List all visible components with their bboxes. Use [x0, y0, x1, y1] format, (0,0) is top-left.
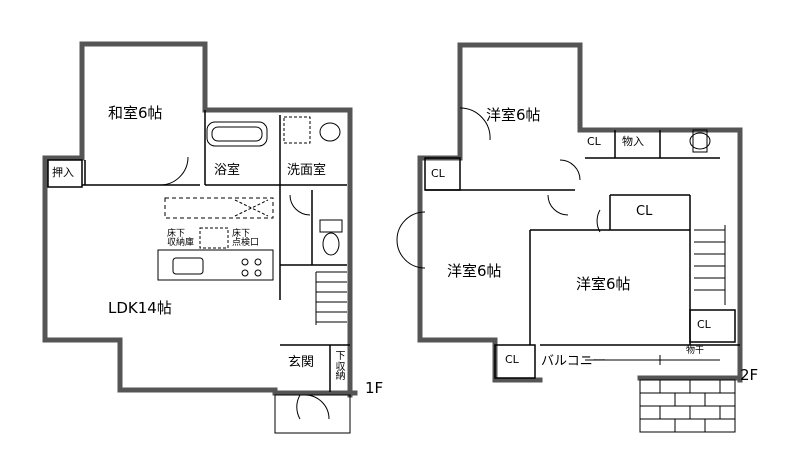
- label-yukashita-inspection: 床下 点検口: [232, 229, 260, 248]
- room-label-youshitsu-right: 洋室6帖: [576, 275, 631, 293]
- cl-label-d: CL: [697, 318, 711, 331]
- room-label-washitsu: 和室6帖: [108, 104, 163, 122]
- room-label-ldk: LDK14帖: [108, 299, 172, 317]
- kitchen-counter: [157, 249, 274, 281]
- bathtub: [206, 121, 268, 147]
- cl-label-c: CL: [636, 204, 653, 219]
- room-label-bath: 浴室: [214, 163, 241, 178]
- label-shita-storage: 下 収納: [333, 350, 344, 380]
- 1f-inner-walls: [47, 110, 350, 392]
- label-monohoshi: 物干: [686, 346, 705, 356]
- cl-label-b: CL: [587, 135, 601, 148]
- stairs-2f: [694, 225, 726, 305]
- room-label-genkan: 玄関: [288, 355, 315, 370]
- floor-label-2f: 2F: [740, 366, 759, 384]
- floor-label-1f: 1F: [365, 379, 384, 397]
- 2f-inner-walls: [424, 130, 740, 379]
- label-yukashita-storage: 床下 収納庫: [167, 229, 195, 248]
- room-label-monoire: 物入: [622, 135, 644, 148]
- room-label-oshiire: 押入: [52, 166, 74, 179]
- balcony-brick: [639, 379, 736, 433]
- cl-label-e: CL: [505, 353, 519, 366]
- cl-label-a: CL: [431, 167, 445, 180]
- room-label-balcony: バルコニー: [541, 354, 606, 369]
- room-label-washroom: 洗面室: [287, 163, 327, 178]
- room-label-youshitsu-left: 洋室6帖: [447, 262, 502, 280]
- stairs-1f: [315, 271, 347, 325]
- 2f-walls: [417, 42, 743, 383]
- 1f-walls: [42, 41, 358, 398]
- room-label-youshitsu-top: 洋室6帖: [486, 106, 541, 124]
